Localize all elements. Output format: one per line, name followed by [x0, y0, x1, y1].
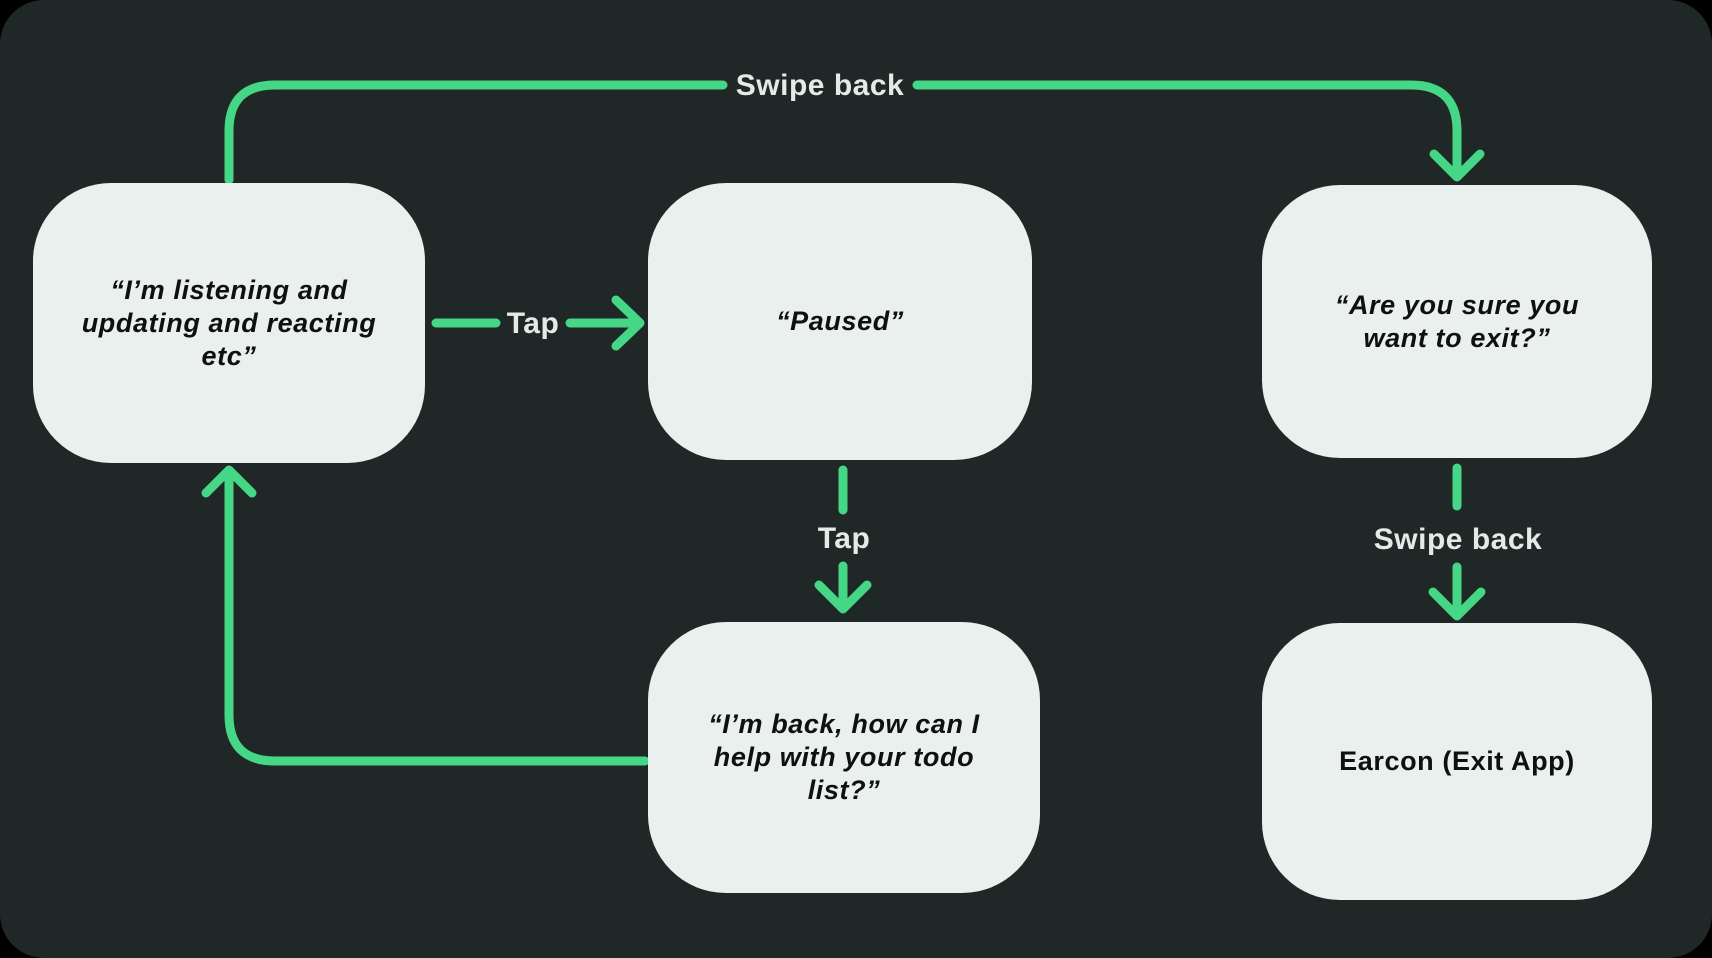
node-earcon-exit-text: Earcon (Exit App) — [1339, 746, 1575, 776]
arrowhead-down-icon — [1429, 149, 1485, 182]
node-exit-confirm-text: “Are you sure you want to exit?” — [1334, 289, 1580, 353]
node-exit-confirm-state[interactable]: “Are you sure you want to exit?” — [1262, 185, 1652, 458]
arrow-tap-horizontal — [431, 295, 645, 351]
node-back-helping-state[interactable]: “I’m back, how can I help with your todo… — [648, 622, 1040, 893]
node-listening-state[interactable]: “I’m listening and updating and reacting… — [33, 183, 425, 463]
label-tap-vertical: Tap — [817, 522, 871, 555]
node-listening-text: “I’m listening and updating and reacting… — [81, 274, 377, 371]
arrow-loop-back — [201, 465, 650, 766]
arrowhead-right-icon — [611, 295, 645, 351]
node-earcon-exit-state[interactable]: Earcon (Exit App) — [1262, 623, 1652, 900]
arrow-swipe-back-right — [1428, 463, 1486, 621]
arrow-swipe-back-top — [224, 80, 1485, 185]
arrowhead-up-icon — [201, 465, 257, 498]
label-swipe-back-right: Swipe back — [1373, 523, 1543, 556]
node-paused-text: “Paused” — [776, 306, 904, 336]
node-paused-state[interactable]: “Paused” — [648, 183, 1032, 460]
label-swipe-back-top: Swipe back — [735, 69, 905, 102]
arrow-tap-vertical — [814, 465, 872, 614]
node-back-helping-text: “I’m back, how can I help with your todo… — [708, 709, 980, 805]
arrowhead-down-icon — [814, 580, 872, 614]
label-tap-horizontal: Tap — [506, 307, 560, 340]
arrowhead-down-icon — [1428, 587, 1486, 621]
